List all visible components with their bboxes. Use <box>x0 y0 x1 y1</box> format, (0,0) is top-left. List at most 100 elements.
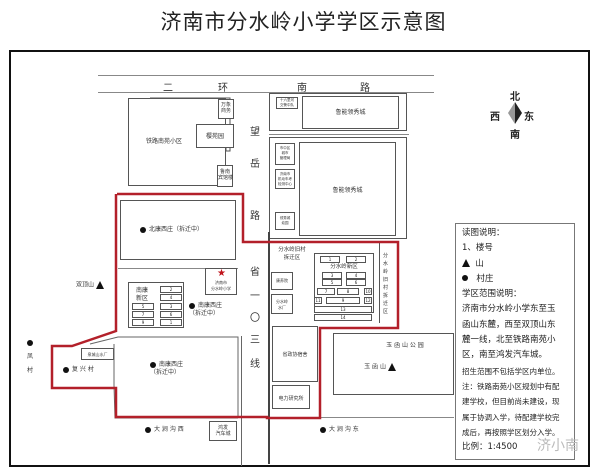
legend-panel: 读图说明： 1、楼号 山 村庄 学区范围说明： 济南市分水岭小学东至玉 函山东麓… <box>455 223 575 460</box>
legend-line: 招生范围不包括学区内单位。 <box>462 366 560 376</box>
road-label: 路 <box>360 83 370 94</box>
mountain-icon <box>387 363 396 371</box>
fenshuiling-relocation-box: 分水岭旧村 拆迁区 <box>270 244 314 264</box>
lunengling-main-inner: 鲁能领秀城 <box>299 142 396 236</box>
mountain-icon <box>462 259 470 268</box>
area-shuichang-box: 泉城山水厂 <box>81 348 114 360</box>
map-frame <box>9 50 590 467</box>
area-lunan-box: 鲁南 宾馆楼 <box>217 165 233 187</box>
area-nankang-xinqu: 南康 新区 <box>135 287 148 302</box>
area-top-small-b: 市中区 城市 管理局 <box>275 143 295 165</box>
road-label-103-2: 一 <box>250 291 260 302</box>
area-yuhanshan-park: 玉 函 山 公 园 <box>386 342 424 349</box>
lunengling-top-inner: 鲁能领秀城 <box>302 96 399 129</box>
building: 5 <box>322 279 342 286</box>
road-label-103-5: 线 <box>250 359 260 370</box>
road-label-103-4: 三 <box>250 335 260 346</box>
area-tielu-nanyuan: 铁路南苑小区 <box>145 138 182 145</box>
road-label-103-3: 〇 <box>250 313 260 324</box>
school-star-icon: ★ <box>217 268 226 279</box>
legend-item-mountain: 山 <box>462 257 568 272</box>
area-tiyu-box: 康养院 <box>271 272 293 290</box>
legend-line: 函山东麓，西至双顶山东 <box>462 319 556 330</box>
area-dajian-west: 大 涧 沟 西 <box>145 426 205 434</box>
building: 3 <box>322 272 342 279</box>
area-fenshuiling-xinqu: 分水岭新区 <box>330 264 358 270</box>
legend-item-building-number: 1、楼号 <box>462 243 493 254</box>
page-title: 济南市分水岭小学学区示意图 <box>160 10 447 34</box>
legend-line: 注：铁路南苑小区规划中有配 <box>462 381 560 391</box>
legend-line: 区，南至鸿发汽车城。 <box>462 350 548 361</box>
area-factory-box: 分水岭 水厂 <box>271 294 293 314</box>
road-line <box>269 134 409 135</box>
building: 8 <box>337 288 359 295</box>
building: 7 <box>132 311 154 318</box>
road-line <box>268 417 454 418</box>
building: 2 <box>346 256 366 263</box>
road-label: 环 <box>218 83 228 94</box>
area-top-small-a: 十六里河 交警中队 <box>276 97 298 109</box>
area-nankang-xizhuang-east: 南康西庄 （拆迁中） <box>189 302 223 317</box>
building: 4 <box>160 294 182 301</box>
area-dianli-box: 电力研究所 <box>272 385 310 409</box>
legend-line: 属于协调入学，待配建学校完 <box>462 412 560 422</box>
building: 1 <box>320 256 340 263</box>
legend-line: 麓一线，北至铁路南苑小 <box>462 335 556 346</box>
building: 9 <box>132 319 154 326</box>
area-wanxiang-box: 万象 商务 <box>218 99 234 119</box>
compass-diamond-icon <box>508 102 522 124</box>
village-dot-icon <box>320 426 326 433</box>
building: 6 <box>346 279 366 286</box>
road-top-line-1 <box>98 75 434 76</box>
legend-item-village: 村庄 <box>462 272 568 287</box>
road-line <box>268 232 270 464</box>
building: 1 <box>160 319 182 326</box>
legend-line: 济南市分水岭小学东至玉 <box>462 304 556 315</box>
school-box: ★ 济南市 分水岭小学 <box>205 268 237 295</box>
road-label-103-1: 省 <box>250 267 260 278</box>
building: 6 <box>160 311 182 318</box>
road-label-wangyue-1: 望 <box>250 127 260 138</box>
area-top-small-c: 济南市 机动车考 检测中心 <box>275 169 295 189</box>
watermark: 济小南 <box>537 438 579 454</box>
building: 3 <box>160 303 182 310</box>
legend-heading: 读图说明： <box>462 228 505 238</box>
compass-west: 西 <box>490 112 500 123</box>
legend-scale: 比例：1:4500 <box>462 442 518 453</box>
village-dot-icon <box>63 366 69 373</box>
area-dajian-east: 大 涧 沟 东 <box>320 426 390 434</box>
building: 9 <box>326 297 360 304</box>
area-nankang-xizhuang-south: 南康西庄 （拆迁中） <box>150 361 184 376</box>
legend-scope-heading: 学区范围说明： <box>462 289 522 300</box>
road-label-wangyue-3: 路 <box>250 211 260 222</box>
compass-south: 南 <box>510 130 520 141</box>
area-shengcheng-box: 省政协宿舍 <box>272 326 318 382</box>
compass-north: 北 <box>510 92 520 103</box>
area-fanhua-box: 樱苑园 <box>196 124 234 148</box>
mountain-icon <box>95 281 104 289</box>
road-top-line-2 <box>98 92 434 93</box>
village-dot-icon <box>145 426 151 433</box>
building: 10 <box>364 288 372 295</box>
building: 14 <box>314 314 372 321</box>
road-label: 二 <box>163 83 173 94</box>
area-beikang-xizhuang: 北康西庄（拆迁中） <box>140 226 230 234</box>
road-label: 南 <box>297 83 307 94</box>
building: 13 <box>314 306 372 313</box>
village-dot-icon <box>189 302 195 309</box>
road-label-wangyue-2: 岳 <box>250 159 260 170</box>
legend-line: 成后，再按照学区划分入学。 <box>462 427 560 437</box>
area-fuxing-cun: 复 兴 村 <box>63 366 103 374</box>
village-dot-icon <box>27 339 33 346</box>
compass: 北 西 东 南 <box>490 88 550 141</box>
building: 4 <box>346 272 366 279</box>
legend-line: 建学校，但目前尚未建设，现 <box>462 397 560 407</box>
area-fengcun: 凤 村 <box>24 336 36 378</box>
village-dot-icon <box>462 275 468 282</box>
building: 5 <box>132 303 154 310</box>
building: 2 <box>160 286 182 293</box>
building: 11 <box>314 297 322 304</box>
area-hongfa-box: 鸿发 汽车城 <box>209 421 237 441</box>
compass-east: 东 <box>524 112 534 123</box>
village-dot-icon <box>150 361 156 368</box>
